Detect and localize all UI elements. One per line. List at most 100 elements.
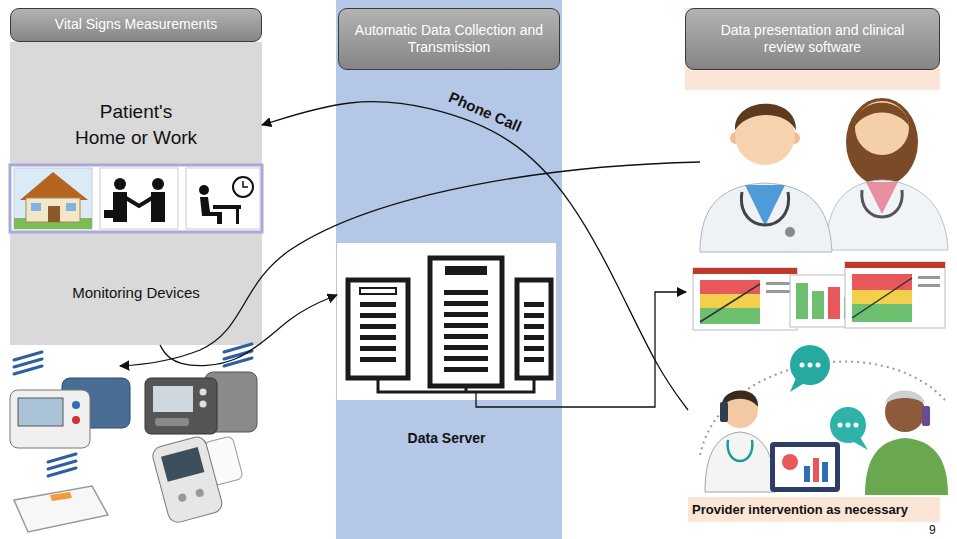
server-illustration [524,313,544,318]
server-illustration [360,302,396,307]
weight-scale [14,486,108,532]
header-text: Vital Signs Measurements [55,16,217,34]
middle-panel-ground [336,0,562,539]
doctor-figures [855,101,909,155]
pulse-oximeter [151,428,250,525]
server-illustration [360,288,396,294]
software-screens [766,282,792,285]
weight-scale [14,486,108,532]
software-screens [693,268,797,330]
device-area: Monitoring Devices [10,270,262,345]
location-icons [20,172,88,200]
phone-consultation-illustration [782,454,798,470]
phone-consultation-illustration [813,458,819,482]
server-illustration [524,302,544,307]
phone-consultation-illustration [830,407,866,443]
phone-consultation-illustration [804,466,810,482]
location-icons [199,185,209,195]
header-text: Automatic Data Collection and Transmissi… [347,22,551,57]
provider-text: Provider intervention as necessary [688,497,940,522]
blood-pressure-monitor [145,372,257,434]
software-screens [796,283,808,319]
location-icons [126,198,152,206]
connector-label: Phone Call [443,87,527,137]
doctor-figures [741,192,788,225]
phone-consultation-illustration [728,440,753,461]
location-icons [66,203,76,211]
connector-arrow [262,102,688,410]
server-illustration [524,346,544,351]
flow-arrows [476,292,686,407]
server-illustration [444,301,488,306]
flow-arrows [120,162,700,407]
server-illustration [360,346,396,351]
doctor-figures [700,98,948,252]
flow-arrows [120,162,700,366]
location-icons [186,168,260,229]
server-illustration [444,345,488,350]
software-screens [845,262,945,328]
server-illustration [444,356,488,361]
server-node: Data Server [337,243,556,450]
blood-pressure-monitor [155,418,189,426]
software-screens [693,262,945,330]
phone-consultation-illustration [700,345,948,495]
server-illustration [360,335,396,340]
phone-consultation-illustration [800,363,805,368]
software-screens [700,284,760,322]
pulse-oximeter [195,488,205,498]
server-illustration [524,335,544,340]
column-header: Data presentation and clinical review so… [685,8,940,70]
software-screens [918,276,940,279]
doctor-figures [700,183,832,252]
location-icons [31,203,41,211]
server-illustration [337,243,556,400]
location-area: Patient's Home or Work [10,92,262,158]
blood-pressure-monitor [153,386,193,412]
server-illustration [517,280,551,378]
blood-pressure-monitor [18,398,63,426]
doctor-figures [855,103,909,126]
server-illustration [444,323,488,328]
column-header: Automatic Data Collection and Transmissi… [338,8,560,70]
page-number: 9 [929,523,936,537]
phone-consultation-illustration [720,402,728,422]
server-illustration [445,266,487,275]
server-illustration [378,380,534,392]
wireless-marks [14,366,42,374]
location-icons [113,192,127,222]
pulse-oximeter [151,435,224,525]
connector-arrow [160,295,337,366]
location-icons [152,178,164,190]
location-icons [26,198,80,222]
location-icons [10,165,262,232]
server-illustration [348,280,408,378]
blood-pressure-monitor [200,401,207,408]
software-screens [852,274,912,290]
location-icons [200,197,222,224]
phone-consultation-illustration [705,432,775,492]
phone-consultation-illustration [808,363,813,368]
software-screens [700,280,760,294]
phone-consultation-illustration [790,378,806,392]
software-screens [852,290,912,304]
location-icons [10,165,262,232]
doctor-figures [866,182,898,214]
server-illustration [444,312,488,317]
location-text: Patient's Home or Work [51,99,221,150]
right-header-ground [685,8,940,90]
location-icons [14,168,92,229]
pulse-oximeter [177,493,187,503]
phone-consultation-illustration [922,406,930,426]
doctor-figures [785,227,795,237]
phone-consultation-illustration [846,423,851,428]
phone-consultation-illustration [770,442,840,492]
software-screens [700,294,760,308]
provider-area: Provider intervention as necessary [688,338,940,522]
server-illustration [430,258,502,386]
phone-consultation-illustration [816,363,821,368]
software-screens [845,262,945,268]
device-text: Monitoring Devices [72,284,200,301]
location-icons [233,177,253,197]
